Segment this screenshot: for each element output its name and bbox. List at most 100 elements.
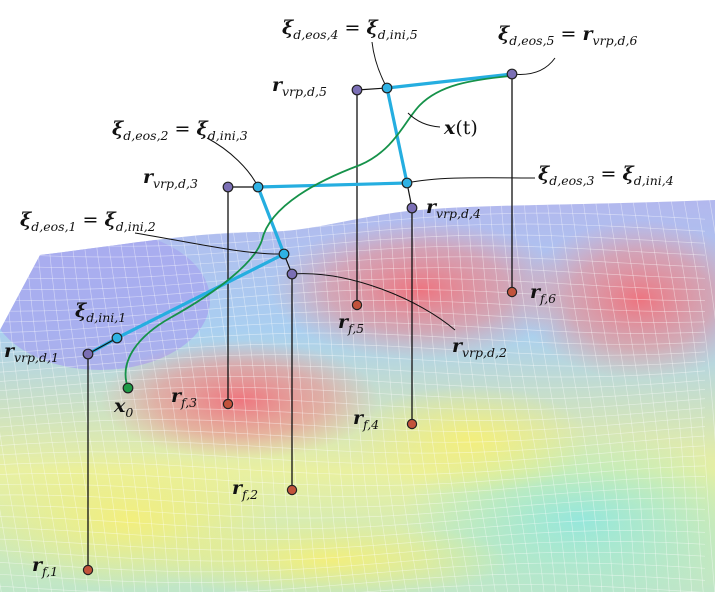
grid-line-h — [0, 267, 706, 290]
label-r-f1: rf,1 — [32, 554, 58, 579]
label-xi-ini1: ξd,ini,1 — [75, 300, 126, 325]
grid-line-v — [422, 200, 471, 592]
grid-line-h — [0, 407, 706, 421]
grid-line-v — [433, 200, 484, 592]
grid-line-v — [512, 200, 568, 592]
grid-line-v — [489, 200, 545, 592]
grid-line-v — [607, 200, 659, 592]
grid-line-h — [0, 465, 706, 486]
foot-point-5 — [351, 299, 363, 311]
grid-line-v — [535, 200, 591, 592]
foot-point-3 — [222, 398, 234, 410]
grid-line-v — [466, 200, 521, 592]
grid-line-v — [316, 200, 356, 592]
label-xi-eos3: ξd,eos,3 = ξd,ini,4 — [538, 163, 674, 188]
grid-line-v — [79, 200, 136, 592]
grid-line-v — [328, 200, 369, 592]
grid-line-v — [546, 200, 603, 592]
grid-line-v — [455, 200, 509, 592]
grid-line-h — [0, 530, 706, 551]
label-r-vrp4: rvrp,d,4 — [426, 196, 481, 221]
grid-line-v — [683, 200, 715, 592]
grid-line-v — [163, 200, 214, 592]
vrp-point-5 — [351, 84, 363, 96]
grid-line-v — [90, 200, 147, 592]
start-point-x0 — [122, 382, 134, 394]
leader-xi-eos4 — [371, 41, 388, 89]
grid-line-v — [102, 200, 158, 592]
grid-line-v — [56, 200, 113, 592]
vrp-point-3 — [222, 181, 234, 193]
points — [82, 68, 518, 576]
grid-line-v — [387, 200, 433, 592]
vrp-point-2 — [286, 268, 298, 280]
grid-line-h — [0, 376, 706, 392]
label-x0: x0 — [113, 395, 133, 420]
grid-line-h — [0, 508, 706, 530]
foot-point-4 — [406, 418, 418, 430]
grid-line-h — [0, 256, 706, 280]
vrp-point-4 — [406, 202, 418, 214]
grid-line-h — [0, 519, 706, 540]
foot-point-2 — [286, 484, 298, 496]
label-xi-eos2: ξd,eos,2 = ξd,ini,3 — [112, 118, 248, 143]
grid-line-h — [0, 300, 706, 323]
grid-line-v — [376, 200, 420, 592]
foot-point-6 — [506, 286, 518, 298]
grid-line-v — [240, 200, 283, 592]
xi-ini-1-point — [111, 332, 123, 344]
label-xi-eos5: ξd,eos,5 = rvrp,d,6 — [498, 23, 638, 48]
grid-line-v — [523, 200, 580, 592]
grid-line-h — [0, 476, 706, 497]
label-r-vrp5: rvrp,d,5 — [272, 74, 327, 99]
label-r-f4: rf,4 — [353, 407, 379, 432]
grid-line-v — [33, 200, 89, 592]
grid-line-v — [265, 200, 307, 592]
grid-line-v — [44, 200, 101, 592]
grid-line-v — [570, 200, 625, 592]
grid-line-h — [0, 234, 706, 258]
grid-line-h — [0, 435, 706, 454]
label-x-t: x(t) — [443, 117, 478, 139]
grid-line-h — [0, 426, 706, 443]
grid-line-h — [0, 455, 706, 476]
label-r-f6: rf,6 — [530, 281, 556, 306]
grid-line-v — [500, 200, 557, 592]
grid-line-v — [582, 200, 637, 592]
grid-line-h — [0, 386, 706, 401]
label-r-f5: rf,5 — [338, 311, 364, 336]
grid-line-v — [0, 200, 15, 592]
grid-line-v — [619, 200, 670, 592]
label-xi-eos4: ξd,eos,4 = ξd,ini,5 — [282, 17, 418, 42]
leader-xi-eos2 — [206, 137, 259, 188]
label-r-vrp2: rvrp,d,2 — [452, 335, 507, 360]
grid-line-v — [303, 200, 344, 592]
labels: ξd,eos,4 = ξd,ini,5 ξd,eos,5 = rvrp,d,6 … — [4, 17, 674, 579]
xi-eos-1-point — [278, 248, 290, 260]
leader-xi-eos5 — [511, 57, 556, 75]
leader-xi-eos3 — [406, 177, 536, 184]
grid-line-h — [0, 562, 706, 583]
grid-line-v — [114, 200, 170, 592]
grid-line-v — [595, 200, 648, 592]
grid-line-h — [0, 584, 706, 592]
grid-line-v — [0, 200, 27, 592]
grid-line-h — [0, 486, 706, 508]
vrp-point-6 — [506, 68, 518, 80]
leader-x-t — [407, 112, 441, 128]
label-r-f3: rf,3 — [171, 385, 197, 410]
grid-line-v — [399, 200, 446, 592]
grid-line-v — [410, 200, 458, 592]
grid-line-v — [444, 200, 496, 592]
grid-line-v — [478, 200, 533, 592]
grid-line-v — [364, 200, 407, 592]
vertical-lines — [87, 74, 513, 570]
grid-line-v — [0, 200, 40, 592]
vrp-segment-1 — [87, 337, 118, 355]
label-r-vrp1: rvrp,d,1 — [4, 340, 59, 365]
grid-line-h — [0, 497, 706, 519]
xi-eos-3-point — [401, 177, 413, 189]
grid-line-h — [0, 223, 706, 247]
leader-r-vrp2 — [291, 273, 456, 331]
